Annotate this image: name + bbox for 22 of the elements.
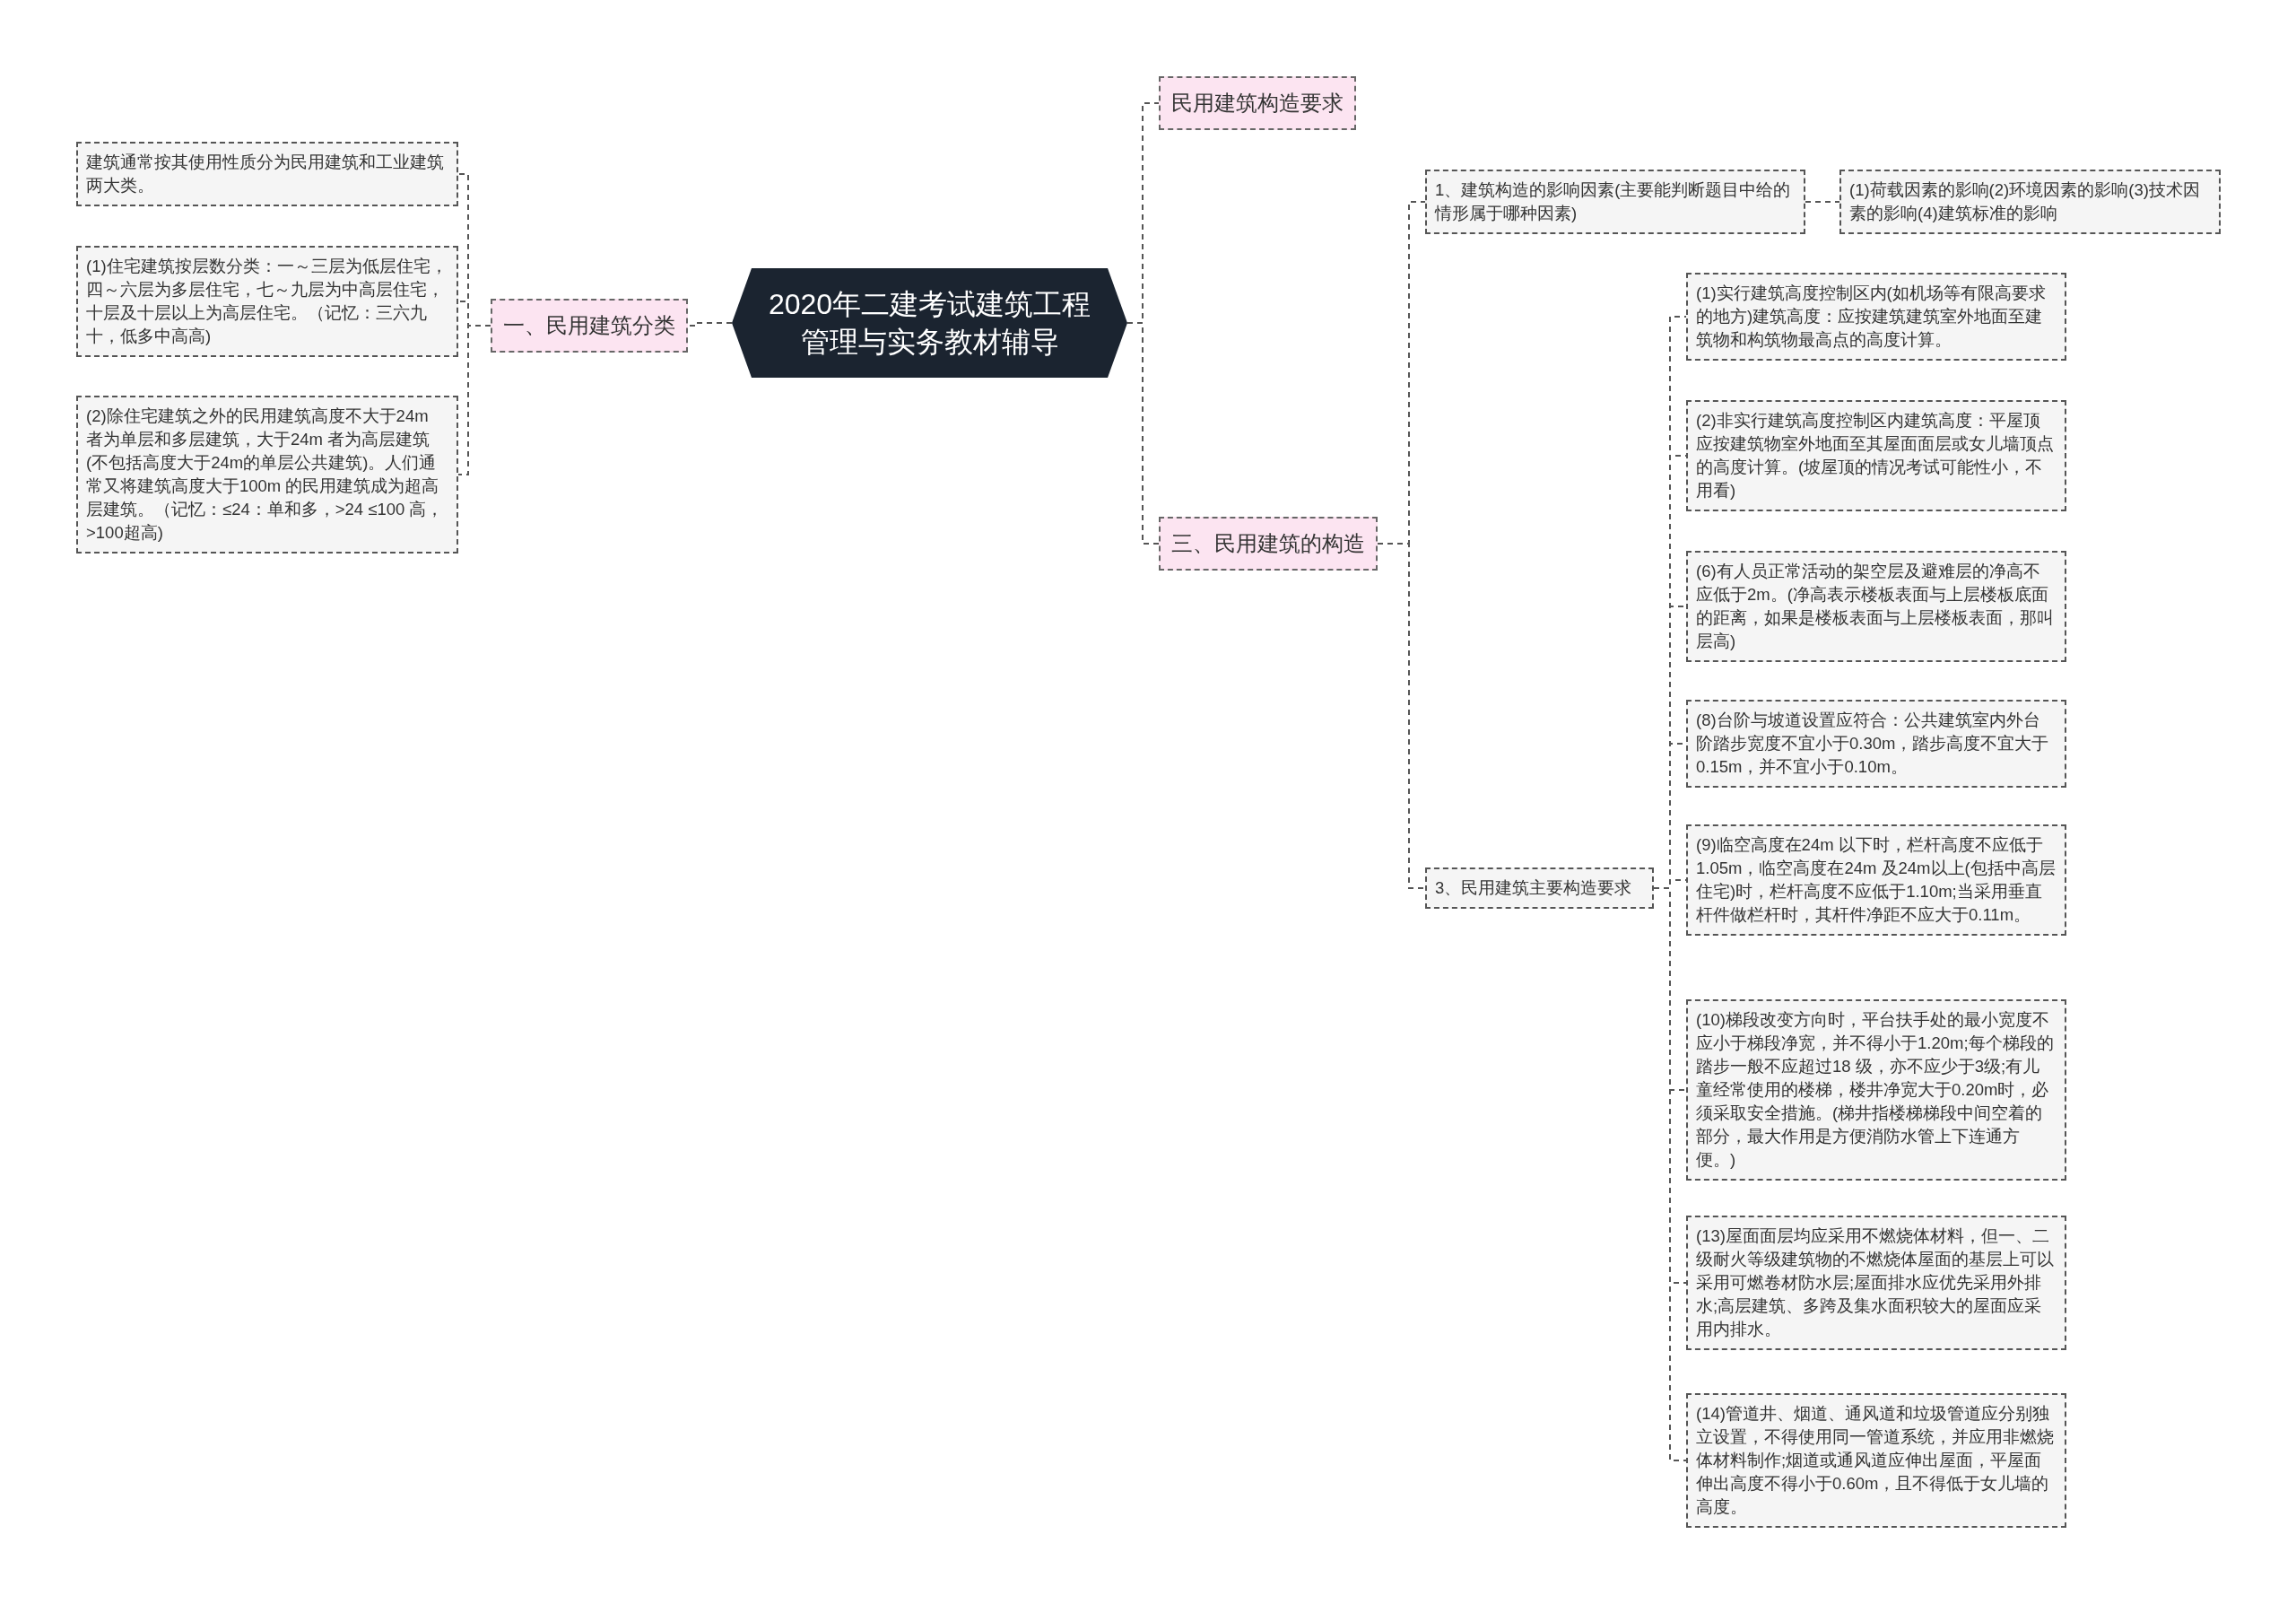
note-box: (2)非实行建筑高度控制区内建筑高度：平屋顶应按建筑物室外地面至其屋面面层或女儿墙顶点的高度计算。(坡屋顶的情况考试可能性小，不用看)	[1686, 400, 2066, 511]
connector-line	[1805, 201, 1840, 203]
note-box: 3、民用建筑主要构造要求	[1425, 867, 1654, 909]
note-box: 建筑通常按其使用性质分为民用建筑和工业建筑两大类。	[76, 142, 458, 206]
note-box: (10)梯段改变方向时，平台扶手处的最小宽度不应小于梯段净宽，并不得小于1.20m;每个梯段的踏步一般不应超过18 级，亦不应少于3级;有儿童经常使用的楼梯，楼井净宽大于0.20m时，必须采取安全措施。(梯井指楼梯梯段中间空着的部分，最大作用是方便消防水管上下连通方便。)	[1686, 999, 2066, 1181]
note-box: (13)屋面面层均应采用不燃烧体材料，但一、二级耐火等级建筑物的不燃烧体屋面的基层上可以采用可燃卷材防水层;屋面排水应优先采用外排水;高层建筑、多跨及集水面积较大的屋面应采用内排水。	[1686, 1216, 2066, 1350]
topic-box: 民用建筑构造要求	[1159, 76, 1356, 130]
connector-line	[687, 322, 733, 327]
note-box: (9)临空高度在24m 以下时，栏杆高度不应低于1.05m，临空高度在24m 及24m以上(包括中高层住宅)时，栏杆高度不应低于1.10m;当采用垂直杆件做栏杆时，其杆件净距不应大于0.11m。	[1686, 824, 2066, 936]
connector-line	[457, 325, 491, 475]
note-box: (1)荷载因素的影响(2)环境因素的影响(3)技术因素的影响(4)建筑标准的影响	[1839, 170, 2221, 234]
note-box: (6)有人员正常活动的架空层及避难层的净高不应低于2m。(净高表示楼板表面与上层楼板底面的距离，如果是楼板表面与上层楼板表面，那叫层高)	[1686, 551, 2066, 662]
note-box: (8)台阶与坡道设置应符合：公共建筑室内外台阶踏步宽度不宜小于0.30m，踏步高度不宜大于0.15m，并不宜小于0.10m。	[1686, 700, 2066, 788]
note-box: (14)管道井、烟道、通风道和垃圾管道应分别独立设置，不得使用同一管道系统，并应用非燃烧体材料制作;烟道或通风道应伸出屋面，平屋面伸出高度不得小于0.60m，且不得低于女儿墙的高度。	[1686, 1393, 2066, 1528]
central-topic-box: 2020年二建考试建筑工程管理与实务教材辅导	[732, 268, 1127, 378]
connector-line	[1126, 322, 1160, 545]
topic-box: 一、民用建筑分类	[491, 299, 688, 353]
note-box: (1)实行建筑高度控制区内(如机场等有限高要求的地方)建筑高度：应按建筑建筑室外地面至建筑物和构筑物最高点的高度计算。	[1686, 273, 2066, 361]
note-box: (1)住宅建筑按层数分类：一～三层为低层住宅，四～六层为多层住宅，七～九层为中高层住宅，十层及十层以上为高层住宅。（记忆：三六九十，低多中高高)	[76, 246, 458, 357]
note-box: 1、建筑构造的影响因素(主要能判断题目中给的情形属于哪种因素)	[1425, 170, 1805, 234]
note-box: (2)除住宅建筑之外的民用建筑高度不大于24m 者为单层和多层建筑，大于24m 者为高层建筑(不包括高度大于24m的单层公共建筑)。人们通常又将建筑高度大于100m 的民用建筑成为超高层建筑。（记忆：≤24：单和多，>24 ≤100 高，>100超高)	[76, 396, 458, 554]
topic-box: 三、民用建筑的构造	[1159, 517, 1378, 571]
